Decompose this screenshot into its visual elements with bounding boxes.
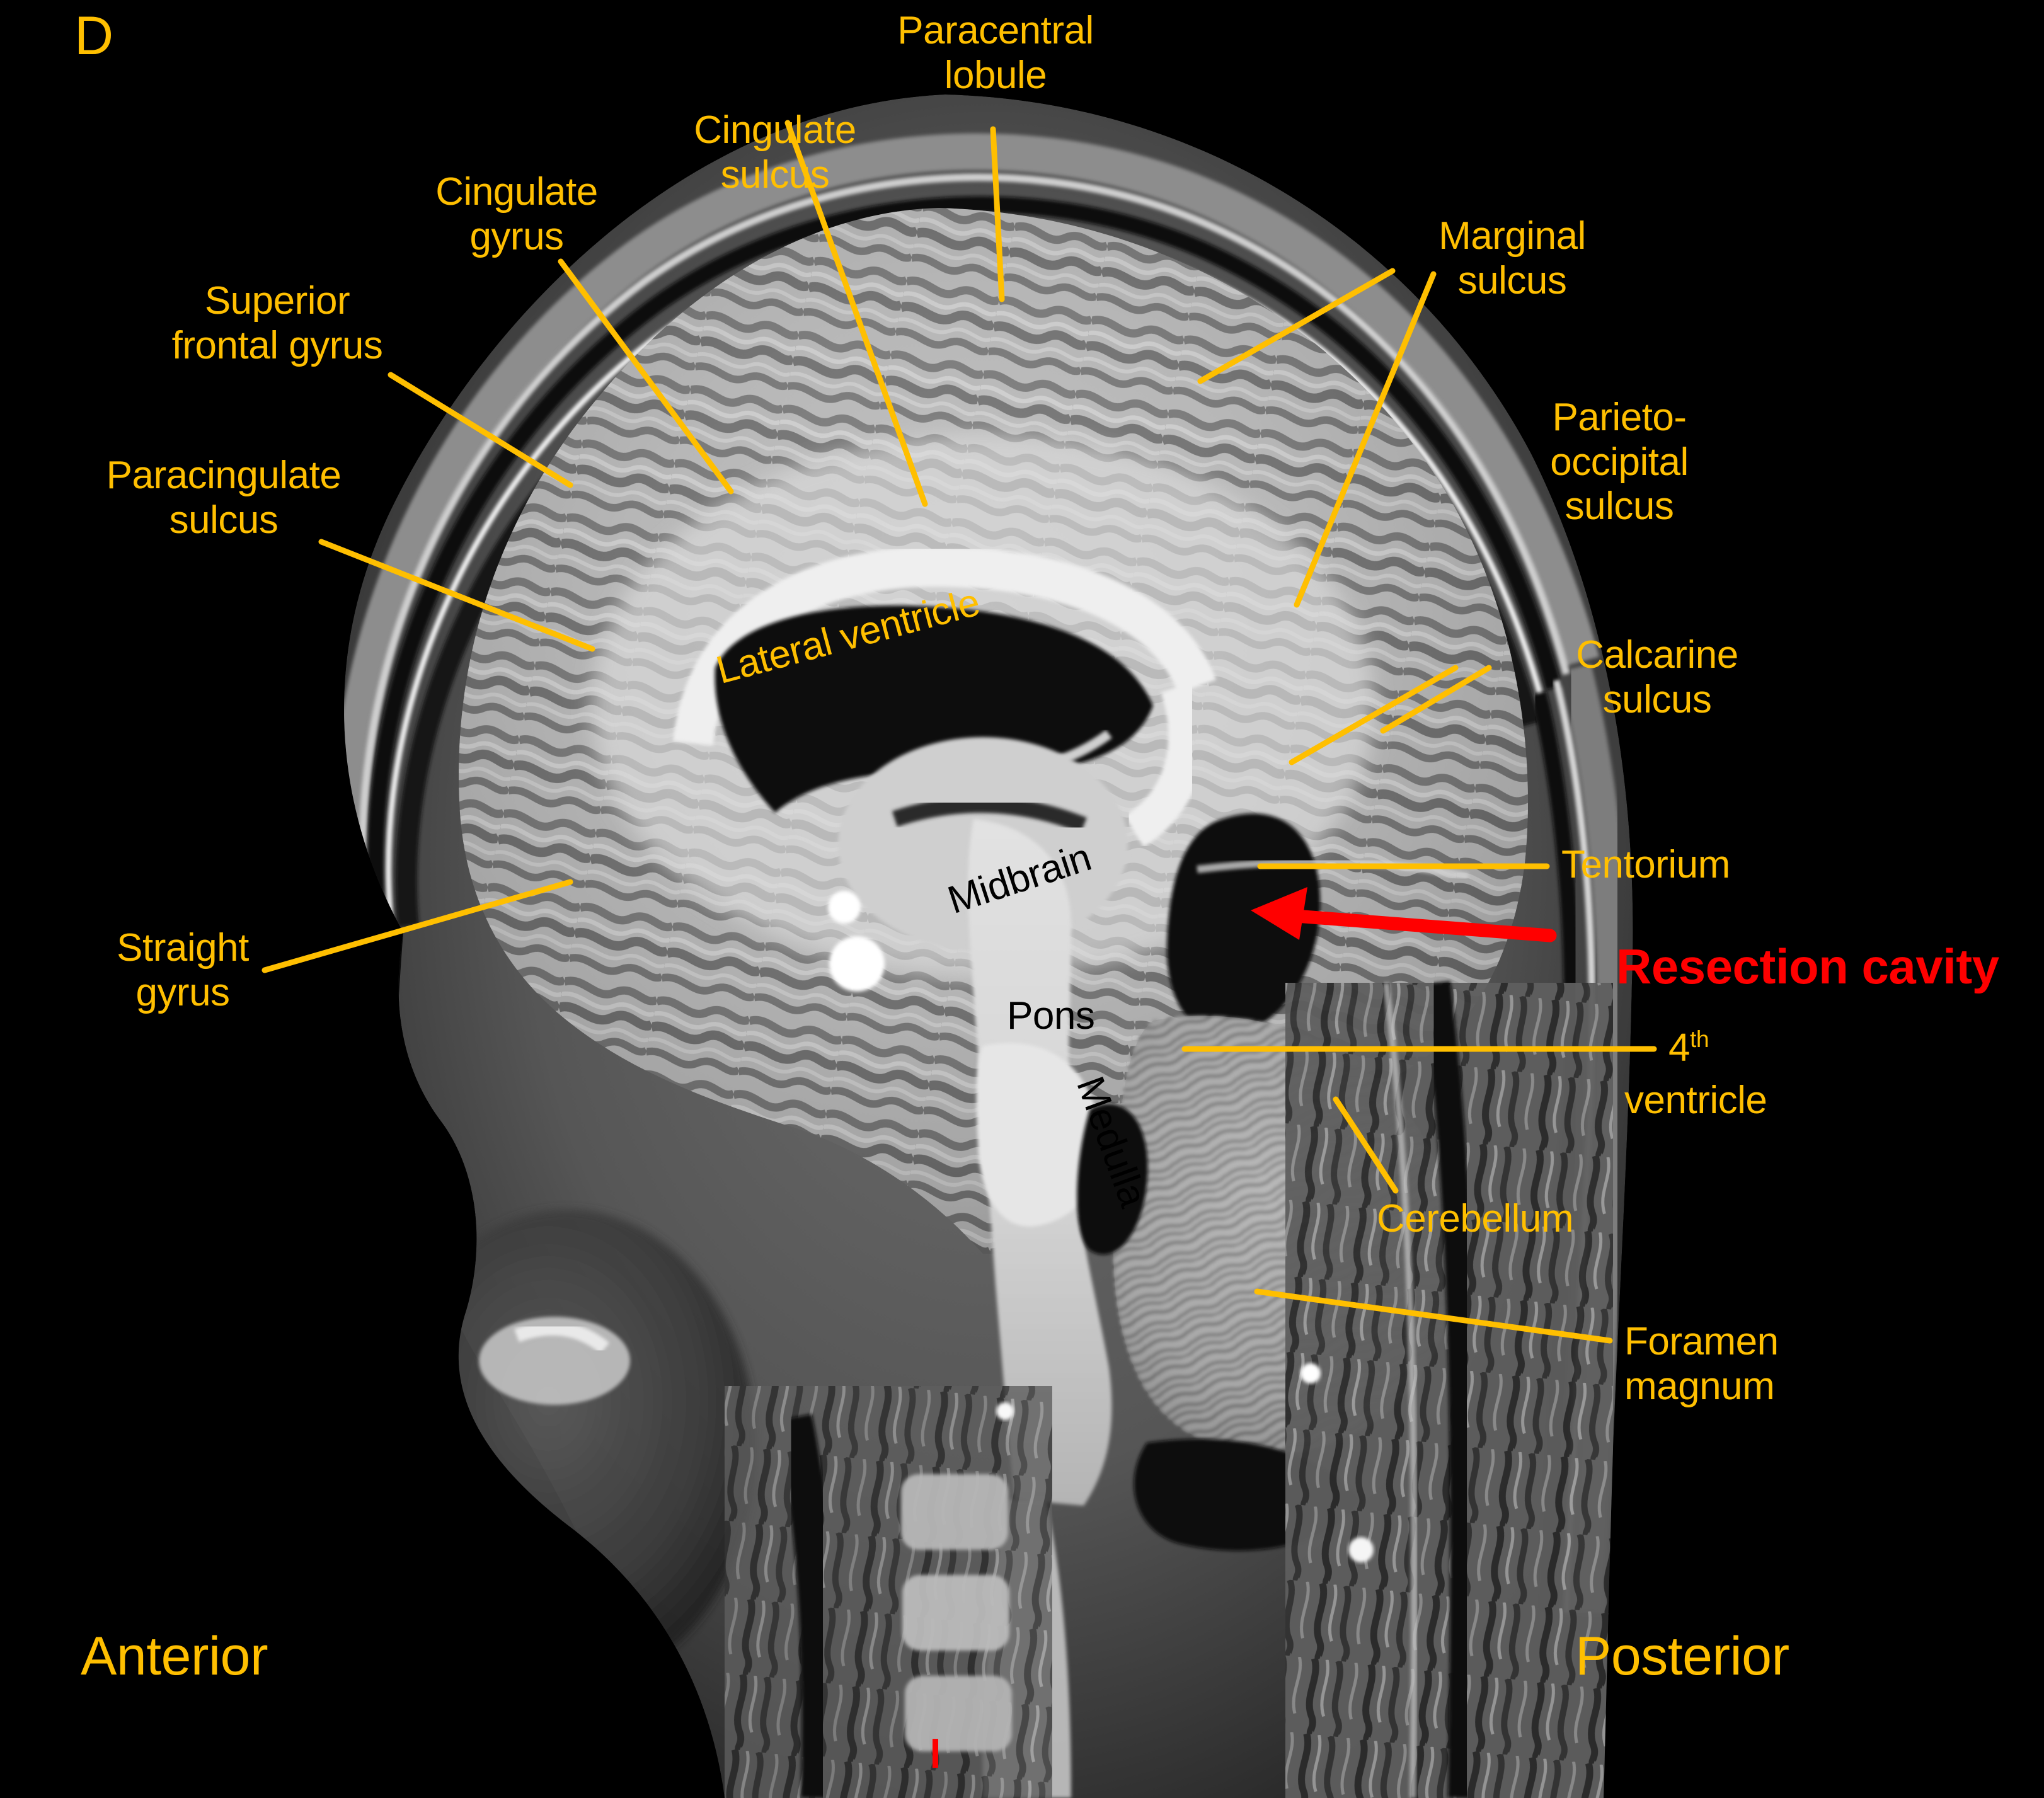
label-fourth-ventricle: 4th [1668,1026,1709,1115]
fourth-ventricle-number: 4 [1668,1026,1690,1070]
label-superior-frontal-gyrus: Superior frontal gyrus [171,279,383,367]
label-posterior: Posterior [1575,1626,1789,1686]
label-straight-gyrus: Straight gyrus [117,926,249,1014]
label-parieto-occipital-sulcus: Parieto- occipital sulcus [1550,396,1689,529]
panel-letter: D [74,6,113,66]
label-calcarine-sulcus: Calcarine sulcus [1576,633,1738,721]
label-foramen-magnum: Foramen magnum [1624,1320,1779,1408]
fourth-ventricle-ordinal: th [1689,1026,1709,1052]
label-anterior: Anterior [81,1626,268,1686]
label-tentorium: Tentorium [1561,843,1730,886]
label-cingulate-sulcus: Cingulate sulcus [694,108,856,197]
label-cerebellum: Cerebellum [1377,1197,1574,1240]
label-paracentral-lobule: Paracentral lobule [897,9,1094,97]
label-resection-cavity: Resection cavity [1616,939,1999,994]
label-cingulate-gyrus: Cingulate gyrus [435,170,598,258]
label-fourth-ventricle-word: ventricle [1624,1079,1767,1122]
label-pons: Pons [1007,994,1095,1038]
red-tick-mark [933,1739,938,1768]
label-marginal-sulcus: Marginal sulcus [1438,214,1586,302]
label-paracingulate-sulcus: Paracingulate sulcus [106,454,342,542]
